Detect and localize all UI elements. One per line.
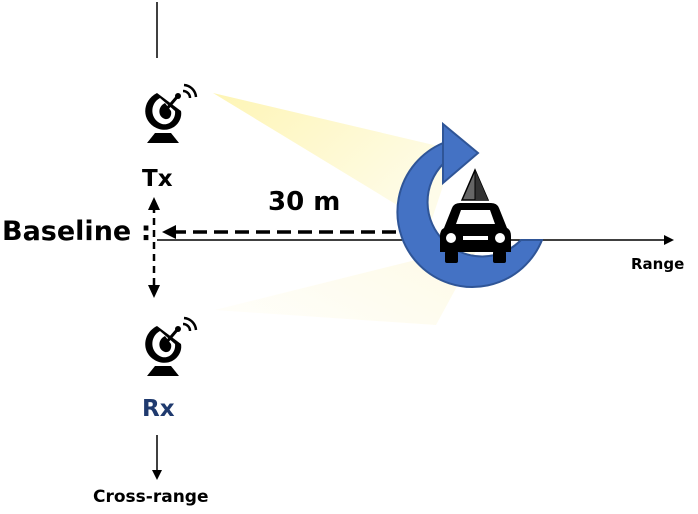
tx-antenna-icon xyxy=(143,83,198,145)
baseline-label: Baseline : xyxy=(2,216,152,247)
cross-range-axis-label: Cross-range xyxy=(93,487,209,507)
distance-label: 30 m xyxy=(268,187,341,217)
target-car-icon xyxy=(440,203,511,263)
baseline-arrowhead-top xyxy=(148,197,160,210)
rx-label: Rx xyxy=(142,396,175,422)
rx-beam xyxy=(215,244,480,325)
distance-arrowhead-left xyxy=(162,225,176,239)
rx-antenna-icon xyxy=(143,316,198,378)
target-cone-icon xyxy=(460,168,490,201)
tx-beam xyxy=(213,93,455,225)
range-axis-label: Range xyxy=(631,255,685,273)
baseline-arrowhead-bottom xyxy=(148,285,160,298)
tx-label: Tx xyxy=(142,166,173,192)
